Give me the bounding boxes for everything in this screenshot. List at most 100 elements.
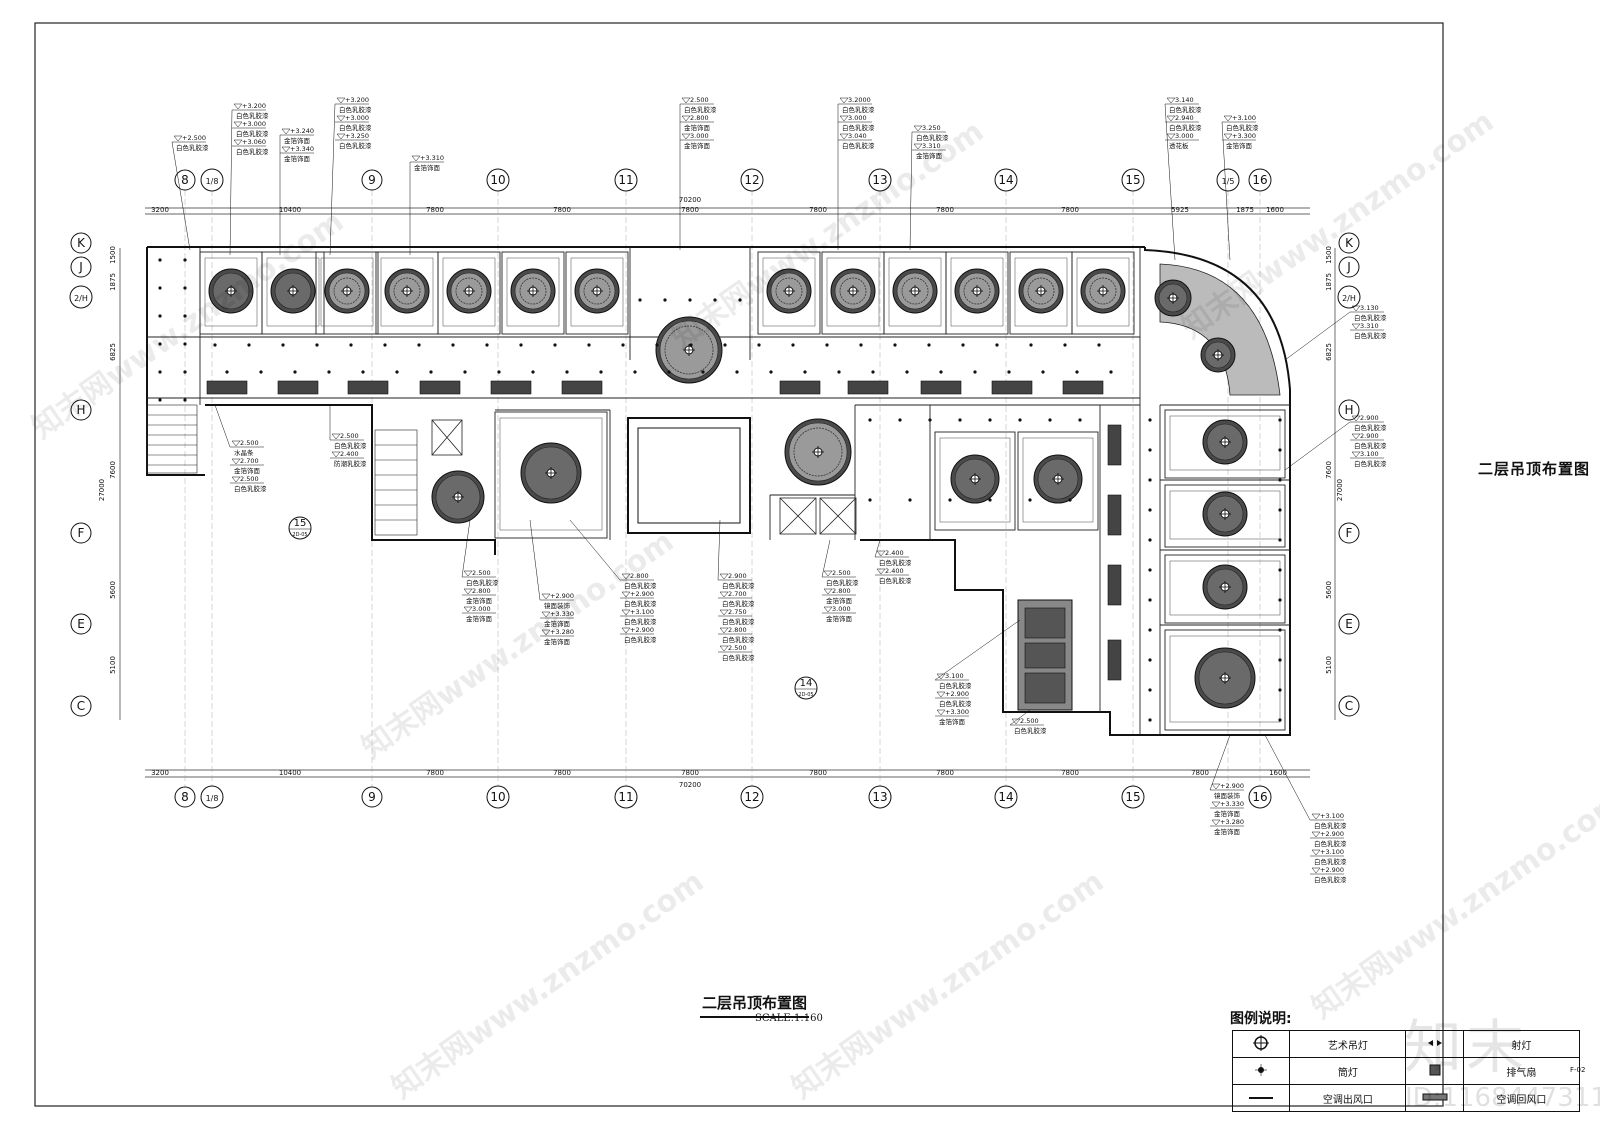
axis-label: 1/5: [1222, 177, 1235, 186]
downlight-icon: [183, 398, 187, 402]
downlight-icon: [1278, 628, 1282, 632]
elevation-marker: [719, 591, 729, 598]
elevation-marker: [463, 606, 473, 613]
axis-bubble: [1338, 522, 1360, 544]
ceiling-recess: [442, 257, 496, 327]
elevation-marker: [1351, 323, 1361, 330]
downlight-icon: [713, 298, 717, 302]
downlight-icon: [1278, 688, 1282, 692]
elevation-value: +3.200: [345, 96, 369, 104]
axis-bubble: [1216, 168, 1240, 192]
downlight-icon: [791, 343, 795, 347]
ac-return-icon: [1107, 639, 1122, 681]
leader-line: [934, 619, 1021, 681]
ac-return-icon: [490, 380, 532, 395]
room-outline: [1164, 484, 1286, 548]
elevation-value: +3.100: [630, 608, 654, 616]
elevation-value: +2.900: [630, 590, 654, 598]
leader-line: [171, 141, 191, 251]
ac-return-icon: [1107, 564, 1122, 606]
downlight-icon: [803, 370, 807, 374]
axis-label: 10: [490, 790, 505, 804]
elevation-value: 2.700: [240, 457, 259, 465]
elevation-value: +2.900: [1320, 830, 1344, 838]
finish-material: 白色乳胶漆: [236, 111, 269, 120]
elevation-value: 2.900: [1360, 432, 1379, 440]
downlight-icon: [1148, 508, 1152, 512]
axis-label: 15: [1125, 790, 1140, 804]
finish-material: 白色乳胶漆: [466, 578, 499, 587]
downlight-icon: [158, 286, 162, 290]
elevation-value: 3.310: [1360, 322, 1379, 330]
elevation-value: 3.2000: [848, 96, 871, 104]
ceiling-recess: [1169, 635, 1281, 723]
elevation-marker: [336, 133, 346, 140]
axis-label: 1/8: [206, 794, 219, 803]
finish-material: 白色乳胶漆: [334, 441, 367, 450]
elevation-value: 2.750: [728, 608, 747, 616]
ac-return-icon: [847, 380, 889, 395]
elevation-value: 2.800: [472, 587, 491, 595]
dim-value: 7800: [809, 206, 827, 214]
downlight-icon: [655, 343, 659, 347]
axis-bubble: [69, 285, 93, 309]
elevation-value: +2.900: [1320, 866, 1344, 874]
elevation-value: 3.140: [1175, 96, 1194, 104]
ceiling-recess: [1169, 560, 1281, 616]
elevation-value: +2.900: [1220, 782, 1244, 790]
downlight-icon: [587, 343, 591, 347]
axis-label: 8: [181, 790, 189, 804]
leader-line: [909, 131, 913, 251]
downlight-icon: [621, 343, 625, 347]
elevation-marker: [681, 133, 691, 140]
elevation-value: 3.130: [1360, 304, 1379, 312]
dim-value: 5600: [1325, 581, 1333, 599]
room-outline: [945, 251, 1009, 335]
leader-line: [821, 539, 831, 578]
room-outline: [1071, 251, 1135, 335]
elevation-value: +3.330: [1220, 800, 1244, 808]
elevation-marker: [1211, 783, 1221, 790]
downlight-icon: [871, 370, 875, 374]
finish-material: 金箔饰面: [544, 619, 571, 628]
downlight-icon: [995, 343, 999, 347]
ceiling-recess: [1014, 257, 1068, 327]
downlight-icon: [395, 370, 399, 374]
chandelier-ornament: [664, 325, 714, 375]
elevation-value: 3.310: [922, 142, 941, 150]
elevation-marker: [823, 588, 833, 595]
leader-line: [569, 519, 621, 581]
elevation-marker: [1011, 718, 1021, 725]
legend-label: 射灯: [1462, 1030, 1581, 1058]
finish-material: 白色乳胶漆: [624, 617, 657, 626]
ceiling-recess: [888, 257, 942, 327]
chandelier-ornament: [1027, 277, 1055, 305]
finish-material: 金箔饰面: [1214, 809, 1241, 818]
leader-line: [1209, 734, 1231, 791]
dim-value: 1500: [1325, 246, 1333, 264]
axis-bubble: [868, 785, 892, 809]
elevation-marker: [719, 573, 729, 580]
axis-bubble: [994, 785, 1018, 809]
finish-material: 白色乳胶漆: [1014, 726, 1047, 735]
axis-bubble: [1248, 168, 1272, 192]
dim-value: 7800: [1191, 769, 1209, 777]
dim-value: 10400: [279, 206, 301, 214]
ac-return-icon: [1107, 494, 1122, 536]
elevation-marker: [936, 673, 946, 680]
elevation-value: +3.280: [550, 628, 574, 636]
downlight-icon: [735, 370, 739, 374]
finish-material: 白色乳胶漆: [1354, 331, 1387, 340]
elevation-marker: [913, 125, 923, 132]
leader-line: [1221, 121, 1231, 261]
room-outline: [1164, 409, 1286, 479]
downlight-icon: [973, 370, 977, 374]
elevation-value: +3.240: [290, 127, 314, 135]
elevation-value: 2.700: [728, 590, 747, 598]
elevation-marker: [839, 115, 849, 122]
ac-return-icon: [347, 380, 389, 395]
downlight-icon: [667, 370, 671, 374]
finish-material: 白色乳胶漆: [624, 635, 657, 644]
elevation-marker: [1351, 433, 1361, 440]
dim-value: 5100: [109, 656, 117, 674]
